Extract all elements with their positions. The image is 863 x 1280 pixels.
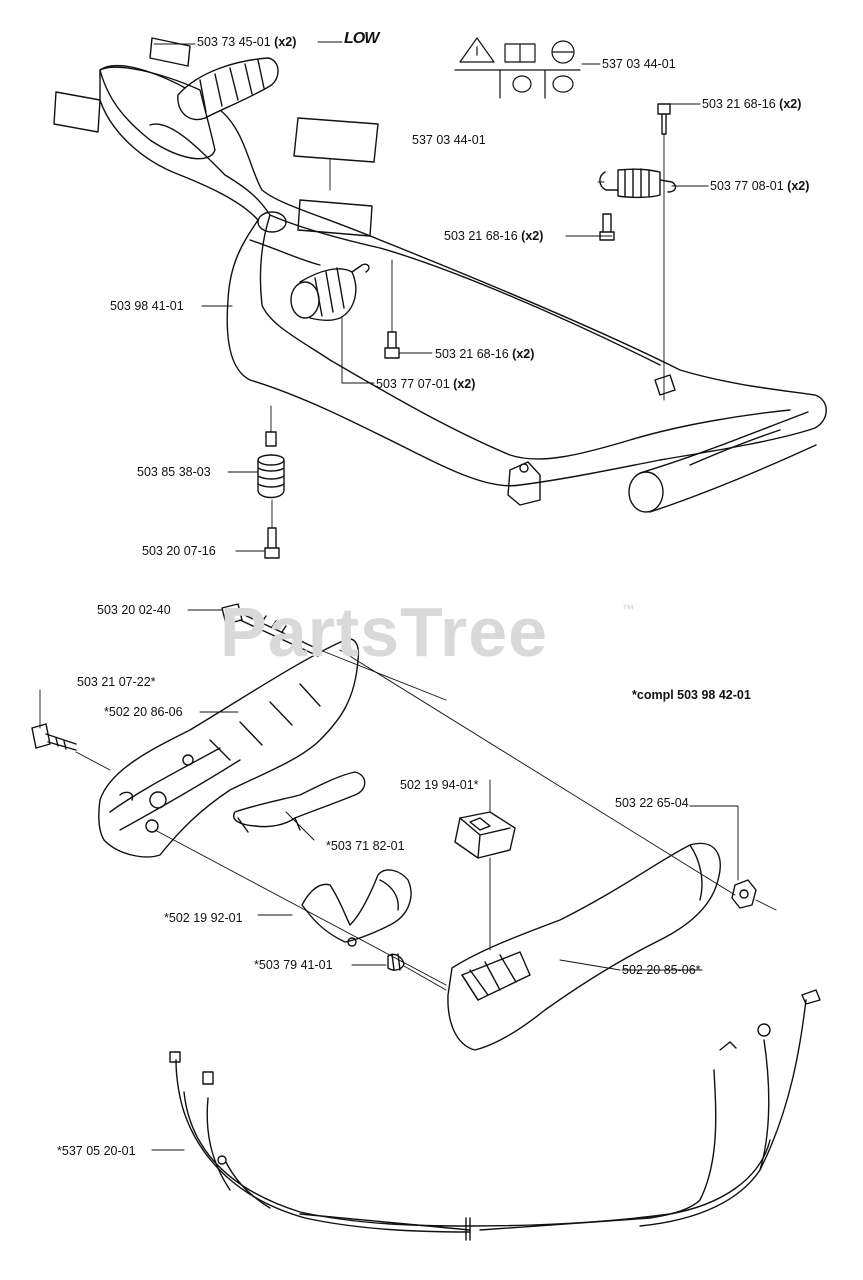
label-nut: 503 22 65-04 [615, 796, 689, 810]
leader-lines [39, 41, 777, 1151]
label-side-screw: 503 21 07-22* [77, 675, 156, 689]
nut [731, 879, 757, 909]
label-bracket: *502 20 86-06 [104, 705, 183, 719]
low-logo: LOW [344, 30, 379, 47]
label-screw-mid: 503 21 68-16 (x2) [444, 229, 544, 243]
warning-symbols [454, 37, 581, 99]
label-long-bolt: 503 20 02-40 [97, 603, 171, 617]
label-screw-top: 503 21 68-16 (x2) [702, 97, 802, 111]
trademark: ™ [622, 602, 634, 616]
label-handle: 503 98 41-01 [110, 299, 184, 313]
label-small-spring: *503 79 41-01 [254, 958, 333, 972]
small-spring [387, 953, 405, 971]
side-screw [31, 723, 77, 751]
decal-labels [53, 37, 191, 133]
spring-left [290, 263, 370, 321]
switch [454, 811, 516, 859]
bracket [98, 638, 360, 858]
rear-grip [447, 842, 721, 1051]
label-screw-low: 503 21 68-16 (x2) [435, 347, 535, 361]
long-bolt [221, 603, 321, 657]
label-damper: 503 85 38-03 [137, 465, 211, 479]
label-spring-left: 503 77 07-01 (x2) [376, 377, 476, 391]
watermark: PartsTree [220, 593, 549, 671]
label-decal: 537 03 44-01 [412, 133, 486, 147]
damper [257, 431, 285, 559]
label-503-73-45-01: 503 73 45-01 (x2) [197, 35, 297, 49]
label-spring-right: 503 77 08-01 (x2) [710, 179, 810, 193]
trigger [301, 869, 412, 947]
label-lever: *503 71 82-01 [326, 839, 405, 853]
label-bolt-bottom: 503 20 07-16 [142, 544, 216, 558]
lever [233, 771, 366, 833]
label-grip: 502 20 85-06* [622, 963, 701, 977]
cable-harness [169, 989, 821, 1241]
label-switch: 502 19 94-01* [400, 778, 479, 792]
front-handle-bar [99, 57, 827, 513]
label-cable: *537 05 20-01 [57, 1144, 136, 1158]
label-compl: *compl 503 98 42-01 [632, 688, 751, 702]
label-symbols: 537 03 44-01 [602, 57, 676, 71]
label-trigger: *502 19 92-01 [164, 911, 243, 925]
